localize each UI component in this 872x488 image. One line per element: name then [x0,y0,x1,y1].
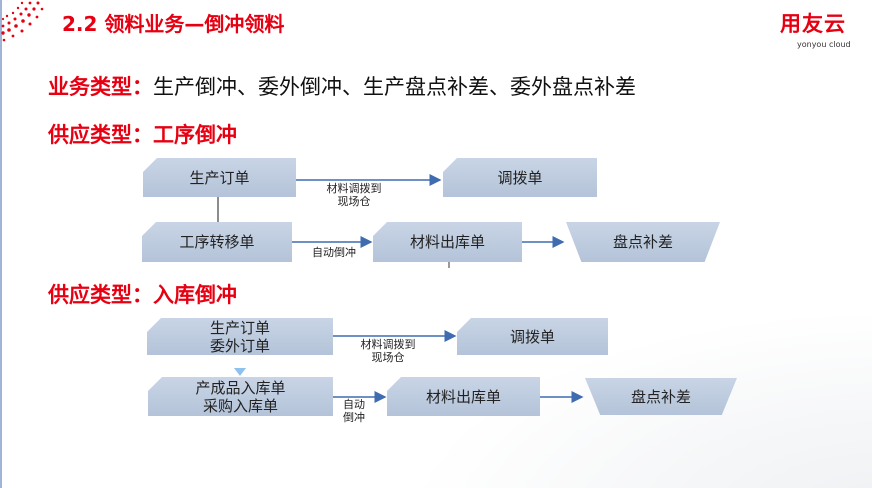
receipt-box: 产成品入库单采购入库单 [148,377,333,416]
transfer-order-box-2: 调拨单 [457,318,608,355]
box-label: 生产订单 [189,168,250,187]
box-label: 调拨单 [509,327,555,346]
box-label: 工序转移单 [179,233,255,251]
label-line: 材料调拨到 [326,182,382,195]
box-label: 采购入库单 [202,396,278,415]
box-label: 盘点补差 [612,233,673,251]
box-label: 委外订单 [209,336,270,355]
box-label: 调拨单 [497,168,543,187]
business-type-label: 业务类型： [48,75,153,99]
label-line: 倒冲 [343,411,365,424]
box-label: 产成品入库单 [195,378,286,397]
slide-title: 2.2 领料业务—倒冲领料 [62,12,285,36]
auto-backflush-label: 自动倒冲 [312,246,356,259]
logo-subtitle: yonyou cloud [797,40,851,49]
supply-type-value: 工序倒冲 [153,123,237,147]
transfer-arrow-label: 材料调拨到现场仓 [318,182,390,208]
process-transfer-box: 工序转移单 [142,222,292,262]
production-order-box: 生产订单 [143,158,296,197]
inventory-adjust-box: 盘点补差 [566,222,720,262]
left-edge [0,0,2,488]
label-line: 材料调拨到 [360,338,416,351]
supply-type-line-1: 供应类型：工序倒冲 [48,122,237,148]
material-issue-box: 材料出库单 [373,222,522,262]
box-label: 盘点补差 [630,387,691,406]
supply-type-label: 供应类型： [48,283,153,307]
supply-type-value: 入库倒冲 [153,283,237,307]
box-label: 材料出库单 [425,387,501,406]
label-line: 自动 [343,398,365,411]
inventory-adjust-box-2: 盘点补差 [585,378,737,415]
material-issue-box-2: 材料出库单 [387,377,540,416]
business-type-line: 业务类型：生产倒冲、委外倒冲、生产盘点补差、委外盘点补差 [48,74,636,100]
yonyou-logo: 用友云 [780,12,846,36]
label-line: 现场仓 [337,195,371,208]
auto-backflush-label-2: 自动倒冲 [336,398,372,424]
business-type-value: 生产倒冲、委外倒冲、生产盘点补差、委外盘点补差 [153,75,636,99]
transfer-order-box: 调拨单 [443,158,597,197]
transfer-arrow-label-2: 材料调拨到现场仓 [345,338,431,364]
orders-box: 生产订单委外订单 [147,318,333,355]
box-label: 材料出库单 [409,233,485,251]
box-label: 生产订单 [209,318,270,337]
down-triangle-icon [234,368,246,376]
supply-type-label: 供应类型： [48,123,153,147]
dots-decoration-icon [1,1,44,42]
label-line: 现场仓 [371,351,405,364]
supply-type-line-2: 供应类型：入库倒冲 [48,282,237,308]
